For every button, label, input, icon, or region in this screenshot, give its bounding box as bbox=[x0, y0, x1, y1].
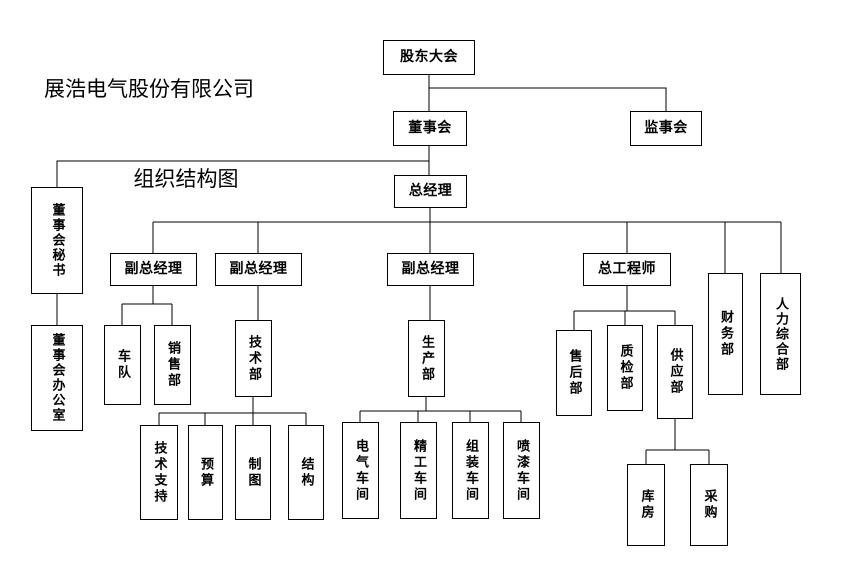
org-node-label: 副总经理 bbox=[124, 260, 183, 277]
org-node-budget[interactable]: 预算 bbox=[188, 425, 223, 520]
org-node-label: 预算 bbox=[198, 456, 213, 489]
org-node-board[interactable]: 董事会 bbox=[393, 111, 467, 146]
org-node-label: 供应部 bbox=[667, 348, 683, 396]
org-node-board-office[interactable]: 董事会办公室 bbox=[31, 325, 83, 431]
org-node-label: 车队 bbox=[115, 349, 130, 381]
org-node-label: 董事会办公室 bbox=[49, 333, 65, 423]
org-node-structure[interactable]: 结构 bbox=[288, 425, 324, 520]
org-node-label: 制图 bbox=[245, 456, 261, 489]
org-node-label: 结构 bbox=[298, 456, 314, 489]
org-node-supervisors[interactable]: 监事会 bbox=[630, 111, 702, 146]
org-node-label: 销售部 bbox=[165, 341, 180, 389]
org-node-label: 采购 bbox=[701, 489, 717, 521]
org-node-quality[interactable]: 质检部 bbox=[607, 325, 643, 411]
chart-title-line-1: 展浩电气股份有限公司 bbox=[44, 77, 254, 101]
org-node-sales[interactable]: 销售部 bbox=[154, 325, 191, 405]
org-node-label: 总工程师 bbox=[598, 260, 656, 277]
org-node-label: 电气车间 bbox=[353, 438, 368, 503]
org-node-precision-shop[interactable]: 精工车间 bbox=[400, 422, 437, 519]
org-node-deputy-gm-1[interactable]: 副总经理 bbox=[110, 253, 197, 286]
org-node-after-sales[interactable]: 售后部 bbox=[556, 330, 592, 416]
chart-title-line-2: 组织结构图 bbox=[133, 167, 239, 191]
org-node-chief-engineer[interactable]: 总工程师 bbox=[583, 253, 671, 286]
org-node-electrical-shop[interactable]: 电气车间 bbox=[342, 422, 379, 519]
org-node-production[interactable]: 生产部 bbox=[408, 320, 445, 397]
org-node-paint-shop[interactable]: 喷漆车间 bbox=[503, 422, 540, 519]
org-node-label: 技术部 bbox=[246, 334, 261, 383]
org-node-assembly-shop[interactable]: 组装车间 bbox=[452, 422, 489, 519]
org-node-label: 喷漆车间 bbox=[514, 438, 529, 503]
org-node-label: 组装车间 bbox=[463, 438, 478, 503]
chart-title: 展浩电气股份有限公司 组织结构图 bbox=[44, 14, 364, 254]
connector-line bbox=[429, 87, 667, 111]
org-node-label: 副总经理 bbox=[401, 260, 460, 277]
org-node-purchasing[interactable]: 采购 bbox=[690, 464, 728, 546]
org-node-label: 精工车间 bbox=[411, 438, 426, 503]
org-node-label: 售后部 bbox=[566, 349, 582, 397]
org-node-label: 董事会秘书 bbox=[49, 203, 65, 278]
org-node-finance[interactable]: 财务部 bbox=[708, 273, 743, 395]
org-node-gm[interactable]: 总经理 bbox=[394, 175, 467, 208]
org-node-warehouse[interactable]: 库房 bbox=[627, 464, 665, 546]
org-node-label: 生产部 bbox=[419, 334, 434, 383]
org-node-label: 总经理 bbox=[408, 182, 453, 199]
org-node-label: 库房 bbox=[638, 489, 654, 521]
org-node-label: 技术支持 bbox=[151, 440, 167, 505]
org-node-tech-support[interactable]: 技术支持 bbox=[140, 425, 178, 520]
org-node-technology[interactable]: 技术部 bbox=[235, 320, 272, 397]
org-node-label: 人力综合部 bbox=[773, 296, 788, 372]
org-node-label: 副总经理 bbox=[229, 260, 288, 277]
org-node-label: 财务部 bbox=[718, 310, 733, 358]
org-node-deputy-gm-3[interactable]: 副总经理 bbox=[387, 253, 474, 286]
org-node-drafting[interactable]: 制图 bbox=[235, 425, 271, 520]
org-node-shareholders[interactable]: 股东大会 bbox=[383, 40, 475, 75]
org-node-label: 监事会 bbox=[644, 119, 688, 136]
org-node-board-secretary[interactable]: 董事会秘书 bbox=[31, 187, 83, 294]
org-node-supply[interactable]: 供应部 bbox=[657, 325, 693, 419]
org-node-label: 董事会 bbox=[408, 119, 452, 136]
org-node-label: 股东大会 bbox=[400, 48, 458, 65]
org-node-deputy-gm-2[interactable]: 副总经理 bbox=[215, 253, 302, 286]
org-node-fleet[interactable]: 车队 bbox=[104, 325, 141, 405]
org-node-hr-general[interactable]: 人力综合部 bbox=[760, 273, 801, 395]
org-node-label: 质检部 bbox=[617, 344, 633, 392]
